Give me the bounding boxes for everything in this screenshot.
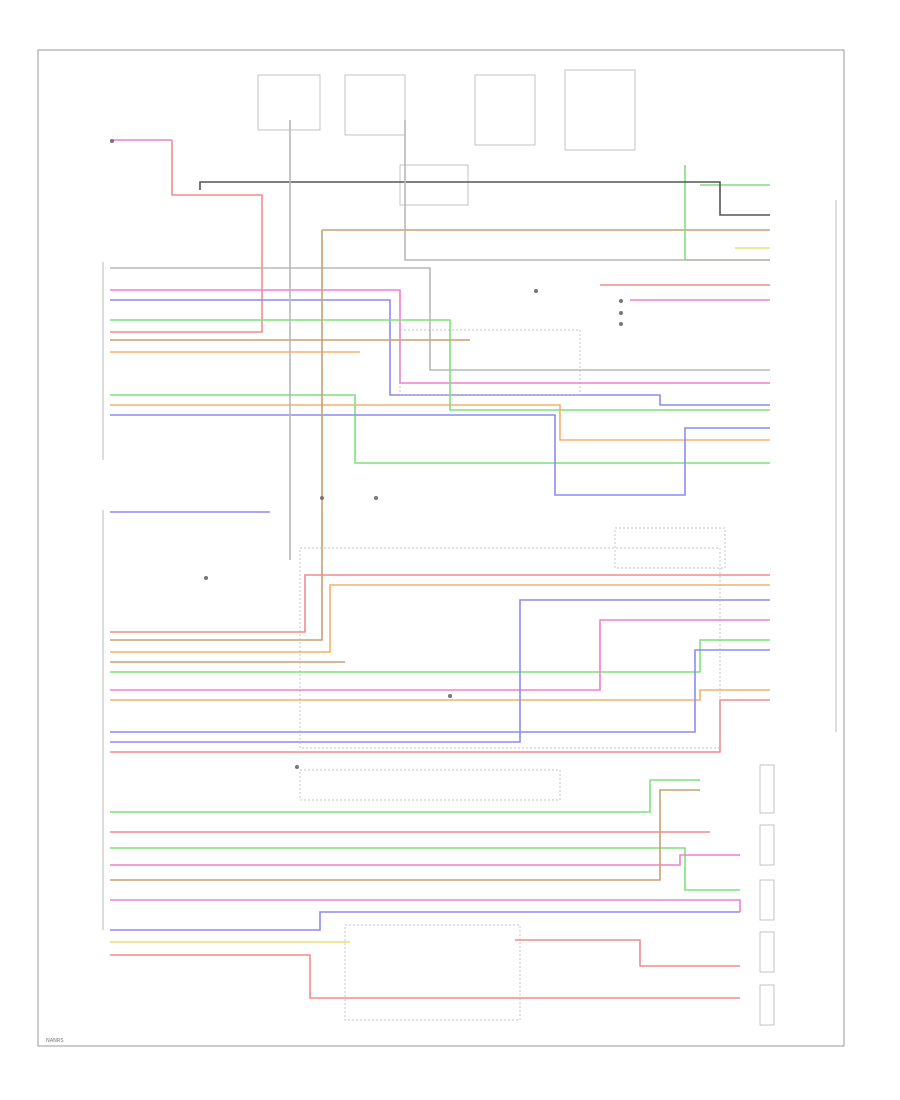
wire-run-41 bbox=[404, 120, 770, 261]
wire-run-23 bbox=[110, 639, 770, 673]
wire-run-20 bbox=[110, 574, 770, 633]
wire-run-21 bbox=[110, 584, 770, 653]
wire-run-14 bbox=[684, 165, 770, 261]
wire-run-39 bbox=[199, 181, 770, 216]
wire-run-10 bbox=[110, 404, 770, 441]
figure-id: NANRS bbox=[46, 1038, 64, 1044]
wire-run-31 bbox=[110, 847, 740, 891]
wire-run-6 bbox=[110, 319, 770, 411]
diagram-frame bbox=[37, 49, 845, 1047]
wire-run-1 bbox=[110, 140, 263, 333]
wire-group bbox=[110, 120, 770, 999]
wire-run-11 bbox=[110, 414, 770, 496]
wire-run-9 bbox=[110, 394, 770, 464]
wire-run-27 bbox=[110, 599, 770, 743]
module-outlines bbox=[299, 329, 726, 1021]
component-symbols bbox=[110, 139, 623, 769]
wire-run-3 bbox=[110, 267, 770, 371]
wire-run-25 bbox=[110, 689, 770, 701]
wire-run-35 bbox=[110, 911, 740, 931]
wire-run-13 bbox=[110, 230, 323, 641]
wire-run-34 bbox=[110, 899, 741, 912]
wire-run-33 bbox=[110, 789, 700, 881]
wire-run-28 bbox=[110, 699, 770, 753]
wire-run-26 bbox=[110, 649, 770, 733]
wire-run-37 bbox=[110, 954, 740, 999]
wire-run-32 bbox=[110, 854, 740, 866]
top-components bbox=[257, 69, 636, 206]
wire-run-38 bbox=[515, 939, 740, 967]
right-connector-group bbox=[759, 764, 775, 1026]
wire-run-29 bbox=[110, 779, 700, 813]
wire-run-4 bbox=[110, 289, 770, 384]
wire-run-24 bbox=[110, 619, 770, 691]
